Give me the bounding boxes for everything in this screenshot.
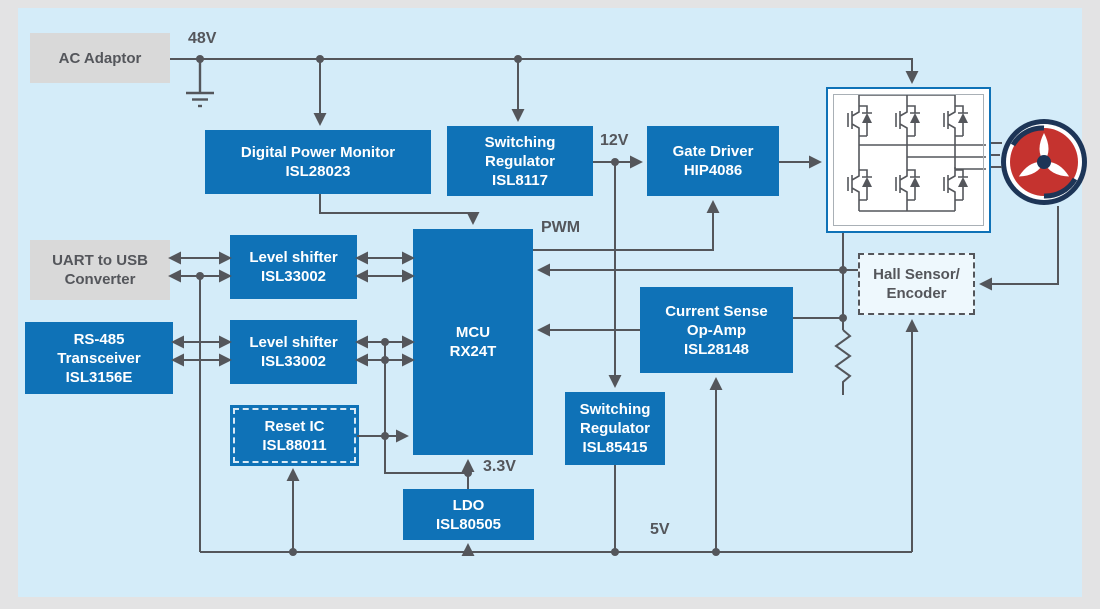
block-label: Encoder [886, 285, 947, 302]
block-gate-driver: Gate Driver HIP4086 [647, 126, 779, 196]
block-part-number: ISL80505 [435, 515, 502, 533]
block-label: Converter [64, 271, 136, 288]
label-12v: 12V [600, 132, 629, 149]
block-label: Regulator [484, 152, 555, 170]
block-label: MCU [455, 324, 491, 341]
block-hall-sensor-encoder: Hall Sensor/ Encoder [858, 253, 975, 315]
inverter-bridge-icon [847, 94, 986, 212]
block-label: Level shifter [249, 334, 338, 351]
block-level-shifter-bottom: Level shifter ISL33002 [230, 320, 357, 384]
block-label: RS-485 [73, 330, 125, 348]
block-part-number: ISL28148 [683, 340, 750, 358]
block-label: Reset IC [264, 417, 325, 435]
block-reset-ic: Reset IC ISL88011 [233, 408, 356, 463]
block-level-shifter-top: Level shifter ISL33002 [230, 235, 357, 299]
label-3v3: 3.3V [483, 458, 516, 475]
block-label: Transceiver [57, 349, 141, 367]
block-label: Regulator [579, 420, 650, 437]
block-part-number: ISL33002 [260, 353, 327, 370]
block-part-number: ISL28023 [285, 163, 351, 180]
inverter-bridge-block [826, 87, 991, 233]
block-current-sense-opamp: Current Sense Op-Amp ISL28148 [640, 287, 793, 373]
block-part-number: ISL33002 [260, 268, 327, 285]
inverter-bridge-inner-frame [833, 94, 984, 226]
block-switching-regulator-isl8117: Switching Regulator ISL8117 [447, 126, 593, 196]
block-label: Hall Sensor/ [873, 266, 960, 283]
block-part-number: ISL8117 [492, 171, 548, 189]
block-mcu: MCU RX24T [413, 229, 533, 455]
label-5v: 5V [650, 521, 670, 538]
motor-icon [1001, 119, 1087, 205]
block-part-number: ISL3156E [65, 368, 133, 386]
block-label: Switching [484, 133, 556, 151]
label-48v: 48V [188, 30, 217, 47]
label-pwm: PWM [541, 219, 581, 236]
block-uart-usb-converter: UART to USB Converter [30, 240, 170, 300]
block-label: LDO [452, 496, 485, 514]
block-label: Digital Power Monitor [240, 144, 396, 161]
block-switching-regulator-isl85415: Switching Regulator ISL85415 [565, 392, 665, 465]
block-label: UART to USB [52, 252, 148, 269]
block-label: AC Adaptor [58, 49, 142, 67]
block-part-number: ISL85415 [582, 439, 648, 456]
block-label: Current Sense [665, 302, 768, 320]
block-label: Op-Amp [686, 321, 747, 339]
block-ac-adaptor: AC Adaptor [30, 33, 170, 83]
block-rs485-transceiver: RS-485 Transceiver ISL3156E [25, 322, 173, 394]
block-part-number: RX24T [449, 343, 497, 360]
block-part-number: ISL88011 [262, 436, 327, 454]
block-label: Gate Driver [672, 143, 754, 160]
block-part-number: HIP4086 [683, 162, 743, 179]
block-digital-power-monitor: Digital Power Monitor ISL28023 [205, 130, 431, 194]
motor-block [999, 117, 1089, 207]
block-ldo: LDO ISL80505 [403, 489, 534, 540]
block-label: Switching [579, 401, 651, 418]
block-label: Level shifter [249, 249, 338, 266]
